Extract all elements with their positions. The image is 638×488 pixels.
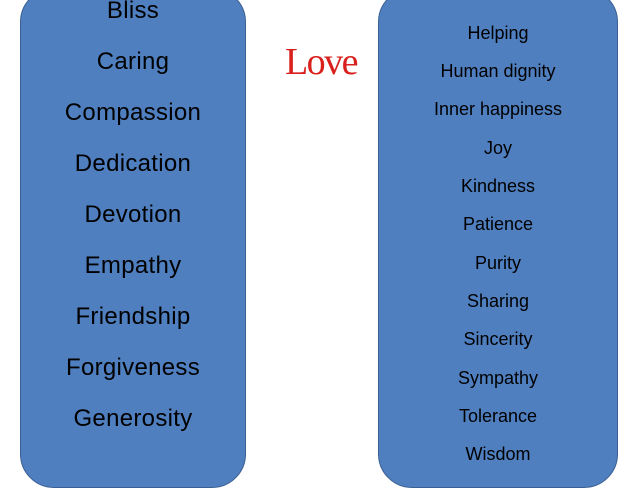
left-word-item: Compassion <box>64 99 202 126</box>
left-word-item: Dedication <box>74 150 192 177</box>
right-word-item: Tolerance <box>458 406 538 426</box>
left-word-item: Friendship <box>75 303 191 330</box>
right-word-item: Patience <box>462 214 534 234</box>
right-word-item: Human dignity <box>440 61 556 81</box>
right-word-item: Helping <box>467 23 529 43</box>
right-word-item: Sympathy <box>457 368 539 388</box>
right-word-item: Purity <box>474 253 521 273</box>
left-word-item: Empathy <box>84 252 182 279</box>
right-word-item: Sincerity <box>463 329 533 349</box>
left-word-item: Bliss <box>106 0 160 24</box>
right-word-item: Sharing <box>466 291 530 311</box>
left-word-item: Caring <box>96 48 170 75</box>
left-word-item: Devotion <box>84 201 182 228</box>
love-title: Love <box>284 41 359 83</box>
left-word-panel: Bliss Caring Compassion Dedication Devot… <box>20 0 246 488</box>
right-word-item: Wisdom <box>465 444 531 464</box>
left-word-item: Forgiveness <box>65 354 201 381</box>
right-word-item: Kindness <box>460 176 536 196</box>
left-word-item: Generosity <box>73 405 193 432</box>
right-word-panel: Helping Human dignity Inner happiness Jo… <box>378 0 618 488</box>
right-word-item: Joy <box>483 138 512 158</box>
right-word-item: Inner happiness <box>433 99 563 119</box>
